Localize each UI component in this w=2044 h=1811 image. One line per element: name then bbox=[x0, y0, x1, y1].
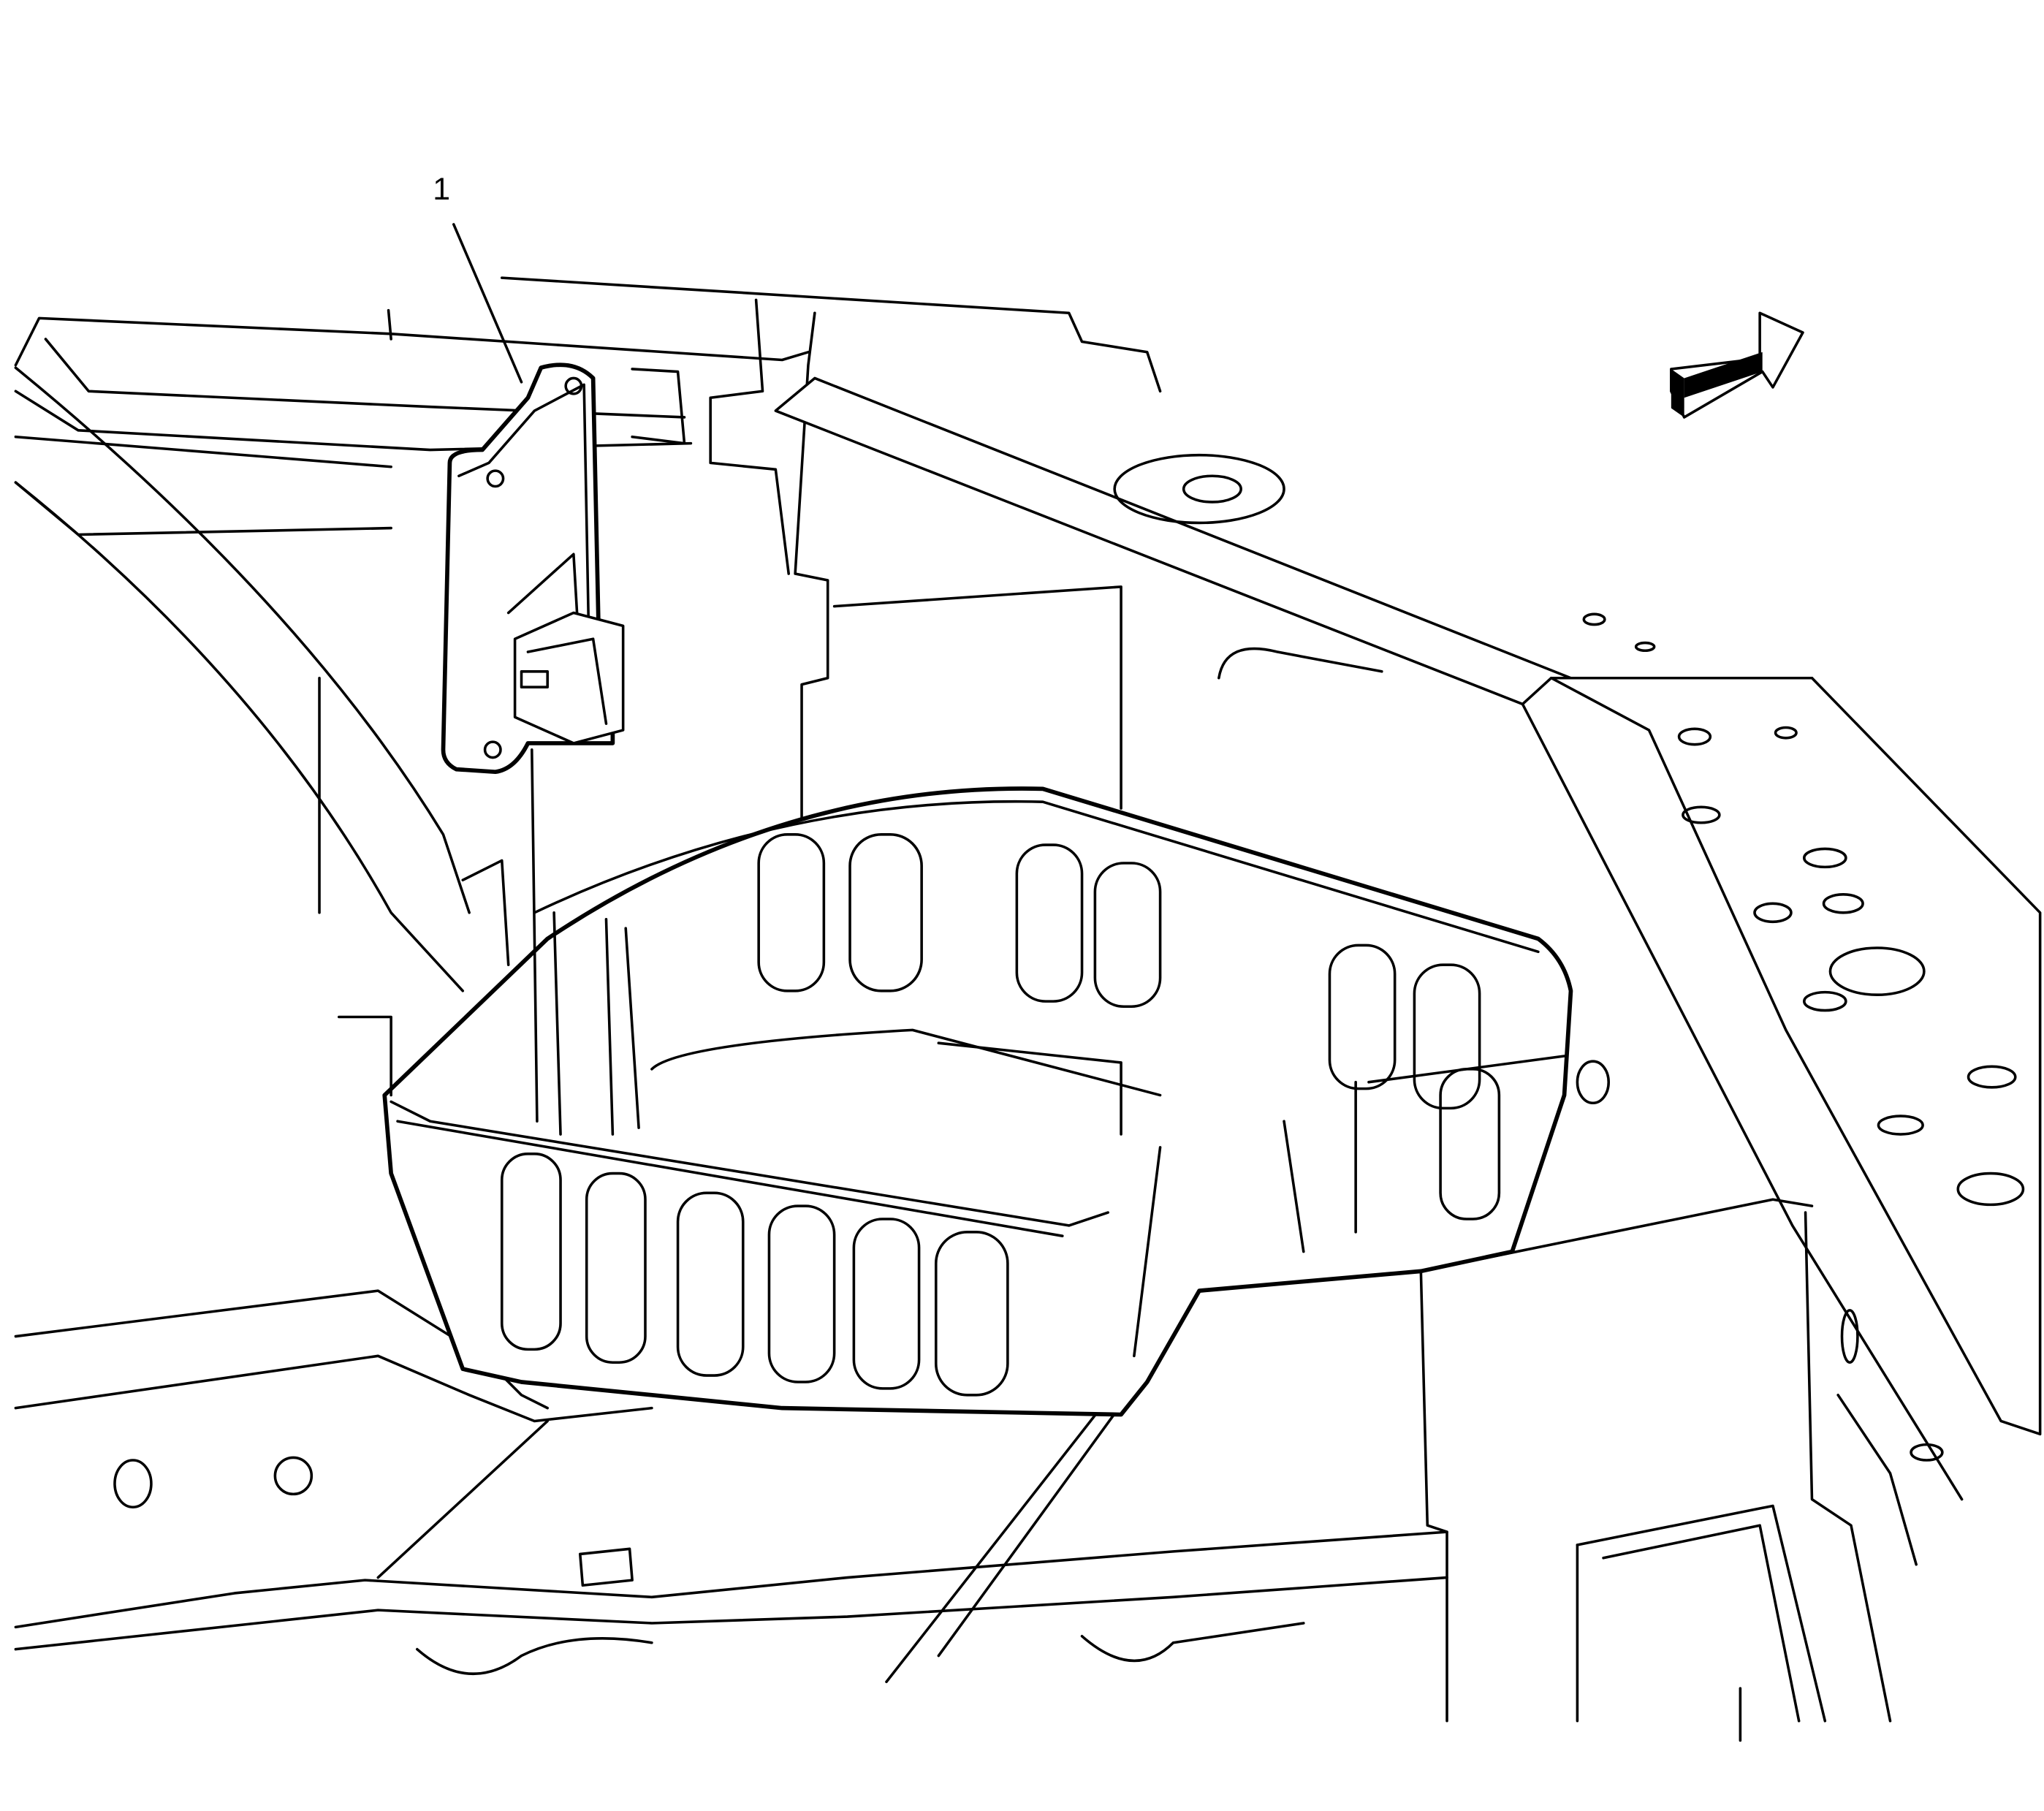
left-inner-panel bbox=[14, 276, 1162, 1019]
lower-frame-rail bbox=[14, 585, 1918, 1742]
callout-number: 1 bbox=[433, 172, 450, 207]
tray-ribs-rear bbox=[757, 832, 1501, 1220]
tray-ribs-front bbox=[500, 1153, 1009, 1397]
upper-cross-member bbox=[774, 376, 2042, 1501]
callout-1: 1 bbox=[433, 172, 523, 384]
front-direction-arrow-icon bbox=[1670, 311, 1804, 419]
module-tray bbox=[338, 786, 1573, 1417]
electronic-control-module bbox=[441, 362, 625, 1123]
